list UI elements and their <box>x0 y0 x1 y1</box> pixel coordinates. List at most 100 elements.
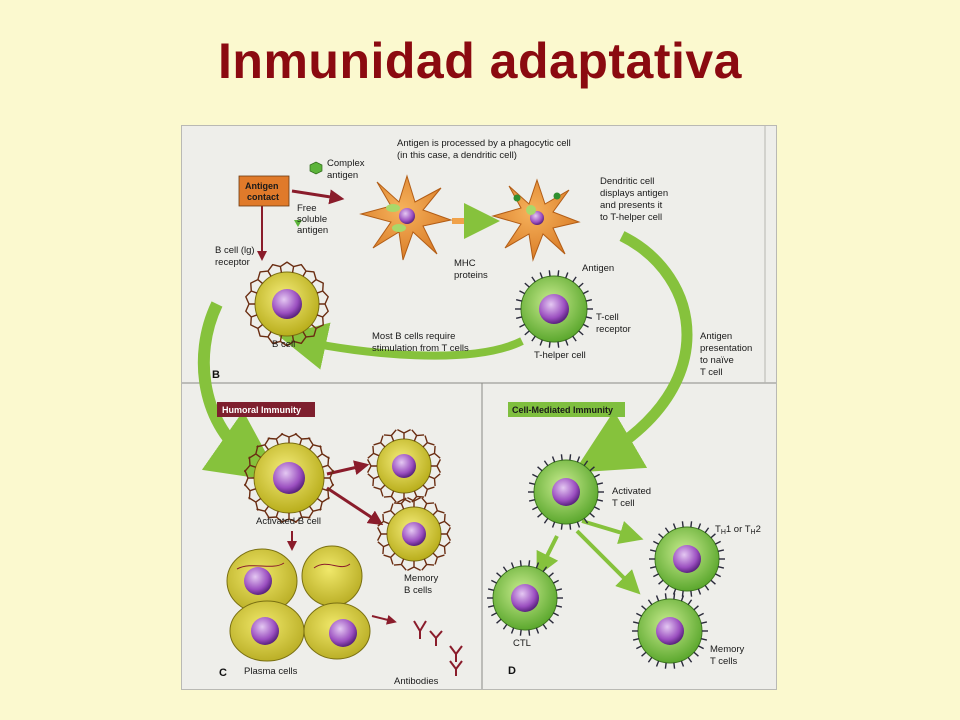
receptor-spike <box>319 296 329 312</box>
receptor-spike <box>687 656 693 663</box>
arrow-antigen-to-dendritic <box>291 189 345 205</box>
receptor-spike <box>407 496 421 507</box>
panel-b-letter: B <box>212 369 220 381</box>
receptor-spike <box>594 473 600 478</box>
receptor-spike <box>421 558 435 571</box>
receptor-spike <box>548 618 554 624</box>
receptor-spike <box>316 445 330 460</box>
processed-line2: (in this case, a dendritic cell) <box>397 150 517 161</box>
activated-b-label: Activated B cell <box>256 516 321 527</box>
panel-c-letter: C <box>219 667 227 679</box>
receptor-spike <box>715 540 721 545</box>
receptor-spike <box>653 573 659 578</box>
receptor-spike <box>653 540 659 545</box>
receptor-spike <box>649 565 657 569</box>
arrow-to-naive-t <box>573 231 693 473</box>
plasma-cell-3 <box>229 600 305 662</box>
receptor-spike <box>431 459 442 473</box>
b-cell-receptor-line2: receptor <box>215 257 250 268</box>
receptor-spike <box>428 473 441 487</box>
receptor-spike <box>589 512 595 518</box>
receptor-spike <box>393 558 407 571</box>
antigen-presentation-line4: T cell <box>700 367 723 378</box>
receptor-spike <box>377 541 390 555</box>
receptor-spike <box>316 496 330 511</box>
dendritic-displays-line3: and presents it <box>600 200 663 211</box>
receptor-spike <box>496 618 502 624</box>
antigen-presentation-line1: Antigen <box>700 331 732 342</box>
receptor-spike <box>272 335 288 347</box>
receptor-spike <box>491 612 497 617</box>
receptor-spike <box>596 498 604 502</box>
receptor-spike <box>681 521 684 528</box>
receptor-spike <box>585 316 593 320</box>
plasma-cell-4 <box>303 602 371 660</box>
receptor-spike <box>510 627 515 634</box>
arrow-t-to-memory-t <box>575 529 641 595</box>
receptor-spike <box>322 456 335 473</box>
humoral-immunity-label: Humoral Immunity <box>222 405 301 415</box>
receptor-spike <box>565 339 569 346</box>
receptor-spike <box>565 272 569 279</box>
complex-antigen-line1: Complex <box>327 158 365 169</box>
dendritic-displays-line4: to T-helper cell <box>600 212 662 223</box>
most-b-cells-line1: Most B cells require <box>372 331 455 342</box>
receptor-spike <box>397 428 411 439</box>
receptor-spike <box>438 513 451 527</box>
receptor-spike <box>572 276 577 283</box>
receptor-spike <box>655 595 660 602</box>
receptor-spike <box>259 331 274 344</box>
receptor-spike <box>542 623 548 630</box>
receptor-spike <box>555 604 563 608</box>
receptor-spike <box>428 445 441 459</box>
receptor-spike <box>658 579 664 585</box>
receptor-spike <box>690 590 693 597</box>
t-cell-receptor-line2: receptor <box>596 324 631 335</box>
receptor-spike <box>383 429 397 442</box>
most-b-cells-line2: stimulation from T cells <box>372 343 469 354</box>
receptor-spike <box>680 595 685 602</box>
receptor-spike <box>698 612 704 617</box>
complex-antigen-line2: antigen <box>327 170 358 181</box>
receptor-spike <box>515 298 523 302</box>
receptor-spike <box>717 549 725 553</box>
receptor-spike <box>557 341 560 348</box>
receptor-spike <box>585 298 593 302</box>
receptor-spike <box>411 490 425 503</box>
receptor-spike <box>582 290 589 295</box>
mhc-line2: proteins <box>454 270 488 281</box>
memory-b-line2: B cells <box>404 585 432 596</box>
b-cell <box>245 261 329 347</box>
plasma-cells-label: Plasma cells <box>244 666 298 677</box>
receptor-spike <box>383 552 396 565</box>
receptor-spike <box>307 437 322 451</box>
receptor-spike <box>553 612 559 617</box>
free-soluble-line2: soluble <box>297 214 327 225</box>
receptor-spike <box>693 651 699 657</box>
receptor-spike <box>548 341 551 348</box>
b-cell-receptor-line1: B cell (lg) <box>215 245 255 256</box>
receptor-spike <box>572 335 577 342</box>
dendritic-cell-processing <box>359 174 453 261</box>
receptor-spike <box>704 584 710 591</box>
receptor-spike <box>576 456 581 463</box>
antigen-presentation-line2: presentation <box>700 343 752 354</box>
receptor-spike <box>376 527 387 541</box>
receptor-spike <box>704 527 710 534</box>
receptor-spike <box>715 573 721 578</box>
receptor-spike <box>245 282 258 298</box>
receptor-spike <box>244 469 254 487</box>
receptor-spike <box>664 527 670 534</box>
receptor-spike <box>528 498 536 502</box>
th-label: TH1 or TH2 <box>715 524 761 536</box>
receptor-spike <box>286 261 302 273</box>
receptor-spike <box>551 521 556 528</box>
humoral-immunity-header <box>217 402 315 417</box>
t-helper-cell <box>515 270 593 348</box>
cell-mediated-header <box>508 402 625 417</box>
receptor-spike <box>641 605 647 611</box>
receptor-spike <box>294 432 311 445</box>
receptor-spike <box>316 310 329 326</box>
free-soluble-line1: Free <box>297 203 317 214</box>
dendritic-displays-line1: Dendritic cell <box>600 176 654 187</box>
